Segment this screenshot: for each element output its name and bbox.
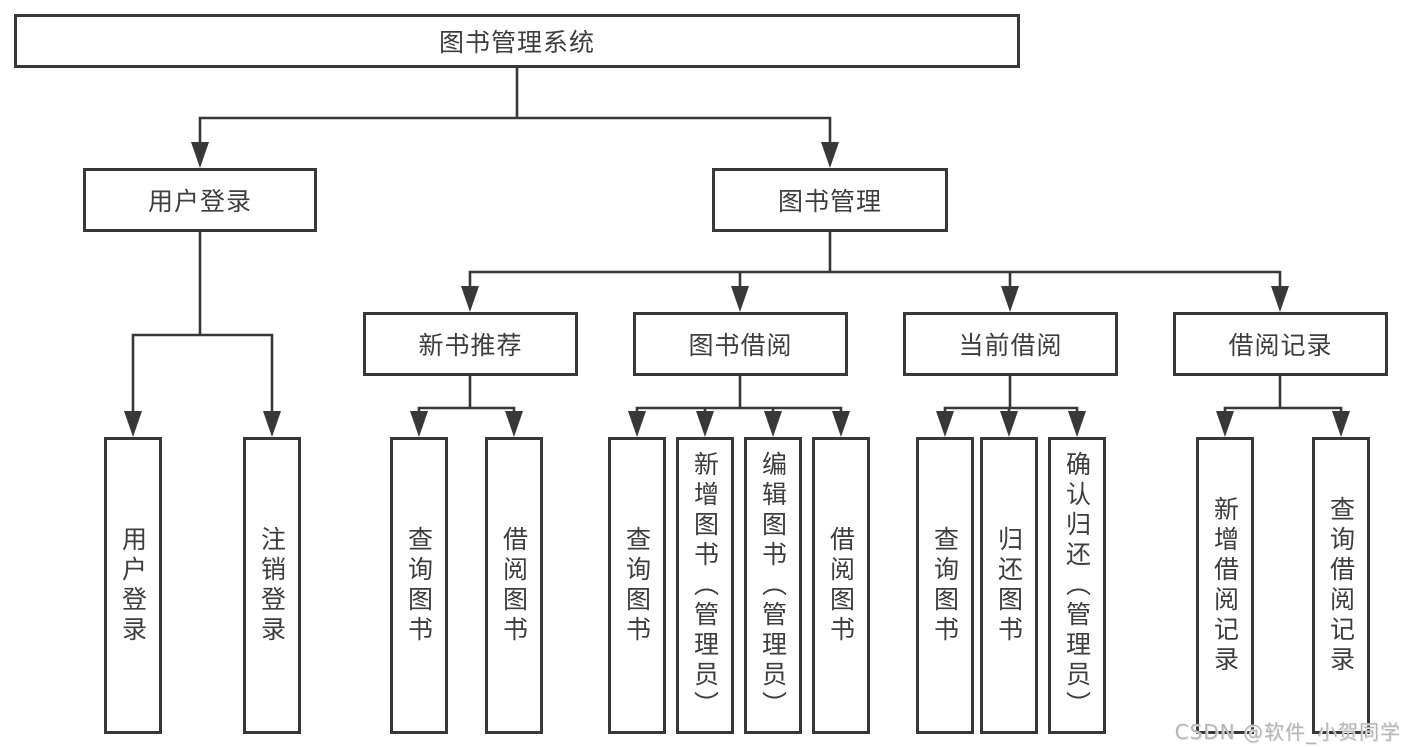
leaf-br-add-record: 新增借阅记录 <box>1196 437 1254 734</box>
node-book-borrow-label: 图书借阅 <box>688 331 793 360</box>
node-root: 图书管理系统 <box>14 14 1020 68</box>
leaf-nb-query-book: 查询图书 <box>390 437 448 734</box>
leaf-bb-borrow-book: 借阅图书 <box>812 437 870 734</box>
leaf-logout-login: 注销登录 <box>243 437 301 734</box>
leaf-logout-login-label: 注销登录 <box>257 525 287 646</box>
watermark: CSDN @软件_小贺同学 <box>1174 720 1401 744</box>
leaf-bb-borrow-book-label: 借阅图书 <box>826 525 856 646</box>
leaf-nb-borrow-book-label: 借阅图书 <box>499 525 529 646</box>
leaf-bb-add-book: 新增图书（管理员） <box>676 437 734 734</box>
node-book-management: 图书管理 <box>712 168 948 232</box>
leaf-cb-return-book: 归还图书 <box>980 437 1038 734</box>
node-book-borrow: 图书借阅 <box>633 312 848 376</box>
leaf-br-query-record: 查询借阅记录 <box>1312 437 1370 734</box>
node-current-borrow: 当前借阅 <box>903 312 1118 376</box>
leaf-bb-query-book: 查询图书 <box>608 437 666 734</box>
leaf-user-login: 用户登录 <box>104 437 162 734</box>
leaf-br-query-record-label: 查询借阅记录 <box>1326 495 1356 676</box>
node-user-login-label: 用户登录 <box>147 187 252 216</box>
leaf-bb-edit-book-label: 编辑图书（管理员） <box>758 450 788 721</box>
node-new-book-recommend: 新书推荐 <box>363 312 578 376</box>
leaf-cb-query-book: 查询图书 <box>916 437 974 734</box>
node-user-login: 用户登录 <box>83 168 317 232</box>
leaf-cb-return-book-label: 归还图书 <box>994 525 1024 646</box>
leaf-nb-query-book-label: 查询图书 <box>404 525 434 646</box>
leaf-bb-add-book-label: 新增图书（管理员） <box>690 450 720 721</box>
leaf-br-add-record-label: 新增借阅记录 <box>1210 495 1240 676</box>
leaf-cb-confirm-return-label: 确认归还（管理员） <box>1062 450 1092 721</box>
node-book-management-label: 图书管理 <box>777 187 882 216</box>
leaf-cb-confirm-return: 确认归还（管理员） <box>1048 437 1106 734</box>
leaf-bb-edit-book: 编辑图书（管理员） <box>744 437 802 734</box>
node-current-borrow-label: 当前借阅 <box>958 331 1063 360</box>
node-borrow-records-label: 借阅记录 <box>1228 331 1333 360</box>
node-borrow-records: 借阅记录 <box>1173 312 1388 376</box>
leaf-cb-query-book-label: 查询图书 <box>930 525 960 646</box>
node-root-label: 图书管理系统 <box>438 28 595 57</box>
leaf-user-login-label: 用户登录 <box>118 525 148 646</box>
leaf-nb-borrow-book: 借阅图书 <box>485 437 543 734</box>
leaf-bb-query-book-label: 查询图书 <box>622 525 652 646</box>
node-new-book-recommend-label: 新书推荐 <box>418 331 523 360</box>
